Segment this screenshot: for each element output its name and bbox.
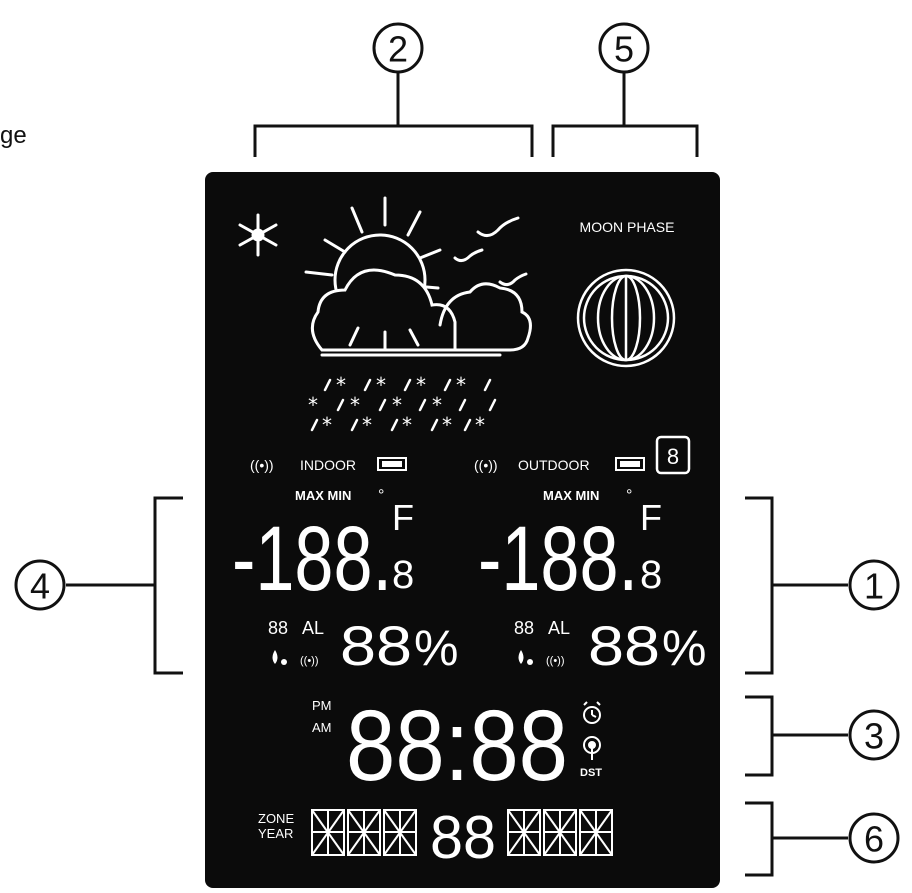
- alarm-clock-icon: [583, 701, 601, 724]
- outdoor-max-min-label: MAX MIN: [543, 488, 599, 503]
- indoor-battery-icon: [377, 457, 407, 471]
- outdoor-temp-unit: F: [640, 497, 662, 538]
- stray-text: ge: [0, 122, 27, 149]
- outdoor-label: OUTDOOR: [518, 457, 590, 473]
- moon-phase-icon: [576, 268, 676, 368]
- indoor-percent: %: [414, 620, 458, 676]
- outdoor-humidity-digits: 88: [588, 614, 660, 677]
- svg-text:*: *: [456, 373, 466, 397]
- indoor-al-label: AL: [302, 618, 324, 638]
- outdoor-al-label: AL: [548, 618, 570, 638]
- svg-text:*: *: [475, 413, 485, 437]
- outdoor-battery-fill: [620, 461, 640, 467]
- channel-box: [655, 435, 691, 475]
- dst-label: DST: [580, 767, 602, 779]
- indoor-max-min-label: MAX MIN: [295, 488, 351, 503]
- callout-4-bracket: [66, 496, 183, 675]
- outdoor-percent: %: [662, 620, 706, 676]
- outdoor-temp-decimal: 8: [640, 553, 662, 597]
- outdoor-battery-icon: [615, 457, 645, 471]
- indoor-humidity-digits: 88: [340, 614, 412, 677]
- callout-1-marker: 1: [848, 559, 900, 611]
- callout-2-bracket: [253, 72, 534, 157]
- svg-text:*: *: [432, 393, 442, 417]
- pm-label: PM: [312, 698, 332, 713]
- callout-5-marker: 5: [598, 22, 650, 74]
- svg-text:*: *: [322, 413, 332, 437]
- outdoor-humidity-drops-icon: [518, 650, 533, 665]
- radio-signal-tower-icon: [583, 736, 601, 760]
- indoor-battery-fill: [382, 461, 402, 467]
- date-digits: 88: [430, 804, 496, 871]
- callout-2-marker: 2: [372, 22, 424, 74]
- svg-text:*: *: [362, 413, 372, 437]
- outdoor-small-88: 88: [514, 618, 534, 638]
- weather-forecast-icon: [304, 196, 532, 357]
- callout-6-number: 6: [864, 819, 884, 860]
- svg-text:*: *: [308, 393, 318, 417]
- callout-3-bracket: [745, 695, 848, 777]
- callout-5-number: 5: [614, 29, 634, 70]
- indoor-degree-symbol: °: [378, 487, 384, 504]
- callout-4-number: 4: [30, 566, 50, 607]
- svg-text:*: *: [376, 373, 386, 397]
- outdoor-degree-symbol: °: [626, 487, 632, 504]
- svg-text:*: *: [442, 413, 452, 437]
- indoor-signal-icon: ((•)): [250, 457, 274, 473]
- indoor-small-88: 88: [268, 618, 288, 638]
- callout-3-number: 3: [864, 716, 884, 757]
- precipitation-icon: * * * * * * * * * * * * *: [308, 373, 497, 437]
- callout-2-number: 2: [388, 29, 408, 70]
- weekday-segment-display: [311, 809, 417, 856]
- indoor-label: INDOOR: [300, 457, 356, 473]
- svg-text:*: *: [350, 393, 360, 417]
- am-label: AM: [312, 720, 332, 735]
- moon-phase-label: MOON PHASE: [580, 219, 675, 235]
- time-digits: 88:88: [346, 690, 568, 802]
- svg-text:*: *: [336, 373, 346, 397]
- indoor-temp-unit: F: [392, 497, 414, 538]
- indoor-temperature-digits: -188.: [232, 508, 392, 610]
- indoor-humidity-drops-icon: [272, 650, 287, 665]
- svg-text:*: *: [416, 373, 426, 397]
- callout-1-bracket: [745, 496, 848, 675]
- outdoor-humidity-signal-icon: ((•)): [546, 655, 565, 667]
- svg-text:*: *: [402, 413, 412, 437]
- indoor-humidity-signal-icon: ((•)): [300, 655, 319, 667]
- callout-1-number: 1: [864, 566, 884, 607]
- callout-6-marker: 6: [848, 812, 900, 864]
- year-label: YEAR: [258, 826, 293, 841]
- svg-text:*: *: [392, 393, 402, 417]
- snowflake-icon: [238, 213, 278, 257]
- callout-4-marker: 4: [14, 559, 66, 611]
- outdoor-signal-icon: ((•)): [474, 457, 498, 473]
- callout-5-bracket: [551, 72, 699, 157]
- zone-label: ZONE: [258, 811, 294, 826]
- channel-digit: 8: [667, 444, 679, 469]
- outdoor-temperature-digits: -188.: [478, 508, 638, 610]
- callout-6-bracket: [745, 801, 848, 877]
- indoor-temp-decimal: 8: [392, 553, 414, 597]
- month-segment-display: [507, 809, 613, 856]
- callout-3-marker: 3: [848, 709, 900, 761]
